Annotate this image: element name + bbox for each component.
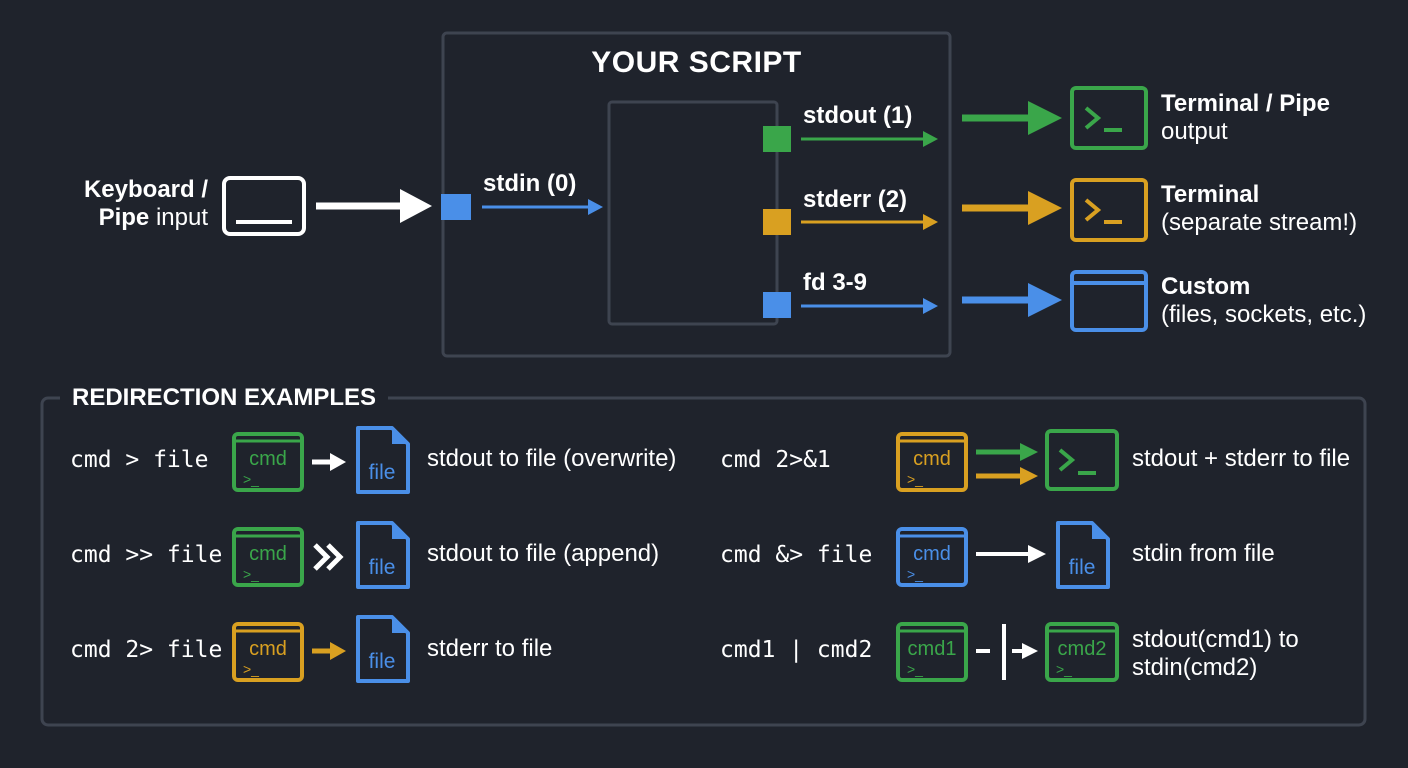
custom-output-label: Custom (files, sockets, etc.): [1161, 273, 1366, 329]
stderr-output-title: Terminal: [1161, 181, 1260, 208]
fd-arrow: [801, 298, 938, 314]
cmd-icon-prompt: >_: [907, 471, 923, 487]
cmd-icon: cmd >_: [896, 527, 968, 587]
cmd1-icon-label: cmd1: [908, 638, 957, 660]
example-command: cmd1 | cmd2: [720, 637, 873, 663]
stderr-output-label: Terminal (separate stream!): [1161, 181, 1357, 237]
file-icon-label: file: [369, 650, 396, 673]
example-command: cmd &> file: [720, 542, 873, 568]
file-icon: file: [356, 426, 410, 494]
stdout-arrow: [801, 131, 938, 147]
example-desc: stdout + stderr to file: [1132, 445, 1351, 472]
file-icon: file: [356, 615, 410, 683]
cmd-icon: cmd >_: [232, 432, 304, 492]
stderr-label: stderr (2): [803, 186, 908, 213]
example-desc: stdin from file: [1132, 540, 1275, 567]
cmd1-icon: cmd1 >_: [896, 622, 968, 682]
file-icon-label: file: [1069, 556, 1096, 579]
stdout-port: [763, 126, 791, 152]
stderr-output-sub: (separate stream!): [1161, 209, 1358, 236]
cmd-icon-label: cmd: [249, 448, 287, 470]
custom-output-arrow: [962, 283, 1062, 317]
process-box: [607, 100, 779, 326]
input-label-line2-rest: input: [149, 204, 208, 231]
input-label: Keyboard / Pipe input: [60, 176, 208, 232]
file-icon-label: file: [369, 556, 396, 579]
redirect-arrow: [976, 545, 1046, 563]
example-command: cmd 2> file: [70, 637, 223, 663]
input-label-line2-bold: Pipe: [98, 204, 150, 231]
fd-label: fd 3-9: [803, 269, 868, 296]
stdout-label: stdout (1): [803, 102, 913, 129]
stdout-output-label: Terminal / Pipe output: [1161, 90, 1330, 146]
stdout-output-arrow: [962, 101, 1062, 135]
cmd-icon-prompt: >_: [243, 471, 259, 487]
cmd-icon: cmd >_: [232, 622, 304, 682]
example-desc: stdout to file (append): [427, 540, 660, 567]
example-command: cmd > file: [70, 447, 209, 473]
terminal-icon: [1045, 429, 1119, 491]
file-icon-label: file: [369, 461, 396, 484]
redirect-arrow: [312, 453, 346, 471]
stdout-output-title: Terminal / Pipe: [1161, 90, 1330, 117]
cmd-icon-prompt: >_: [243, 661, 259, 677]
cmd-icon-prompt: >_: [243, 566, 259, 582]
fd-port: [763, 292, 791, 318]
stdin-label: stdin (0): [483, 170, 577, 197]
cmd-icon-label: cmd: [249, 638, 287, 660]
append-chevrons-icon: [313, 543, 344, 571]
custom-output-title: Custom: [1161, 273, 1251, 300]
cmd-icon: cmd >_: [896, 432, 968, 492]
cmd-icon-prompt: >_: [907, 566, 923, 582]
stderr-output-arrow: [962, 191, 1062, 225]
stdin-port: [441, 194, 471, 220]
example-desc: stdout(cmd1) to stdin(cmd2): [1132, 626, 1299, 682]
cmd-icon-prompt: >_: [1056, 661, 1072, 677]
stdin-arrow: [482, 199, 603, 215]
cmd-icon-label: cmd: [913, 448, 951, 470]
input-arrow: [316, 189, 432, 223]
terminal-icon: [1070, 178, 1148, 242]
terminal-icon: [1070, 86, 1148, 150]
example-desc-line2: stdin(cmd2): [1132, 654, 1258, 681]
custom-output-sub: (files, sockets, etc.): [1161, 301, 1367, 328]
example-desc: stdout to file (overwrite): [427, 445, 677, 472]
cmd-icon-label: cmd: [913, 543, 951, 565]
file-icon: file: [356, 521, 410, 589]
example-desc-line1: stdout(cmd1) to: [1132, 626, 1299, 653]
redirect-arrow: [312, 642, 346, 660]
input-label-line1: Keyboard /: [83, 176, 208, 203]
keyboard-icon: [222, 176, 306, 236]
stdout-output-sub: output: [1161, 118, 1228, 145]
cmd2-icon: cmd2 >_: [1045, 622, 1119, 682]
stderr-arrow: [801, 214, 938, 230]
merge-arrows: [976, 443, 1038, 485]
redirection-panel: [40, 396, 1367, 727]
file-icon: file: [1056, 521, 1110, 589]
example-command: cmd 2>&1: [720, 447, 831, 473]
redirection-title: REDIRECTION EXAMPLES: [60, 384, 389, 412]
cmd-icon: cmd >_: [232, 527, 304, 587]
script-title: YOUR SCRIPT: [591, 46, 802, 79]
example-command: cmd >> file: [70, 542, 223, 568]
cmd-icon-label: cmd: [249, 543, 287, 565]
cmd2-icon-label: cmd2: [1058, 638, 1107, 660]
stderr-port: [763, 209, 791, 235]
cmd-icon-prompt: >_: [907, 661, 923, 677]
window-icon: [1070, 270, 1148, 332]
example-desc: stderr to file: [427, 635, 553, 662]
pipe-arrow: [976, 624, 1038, 680]
